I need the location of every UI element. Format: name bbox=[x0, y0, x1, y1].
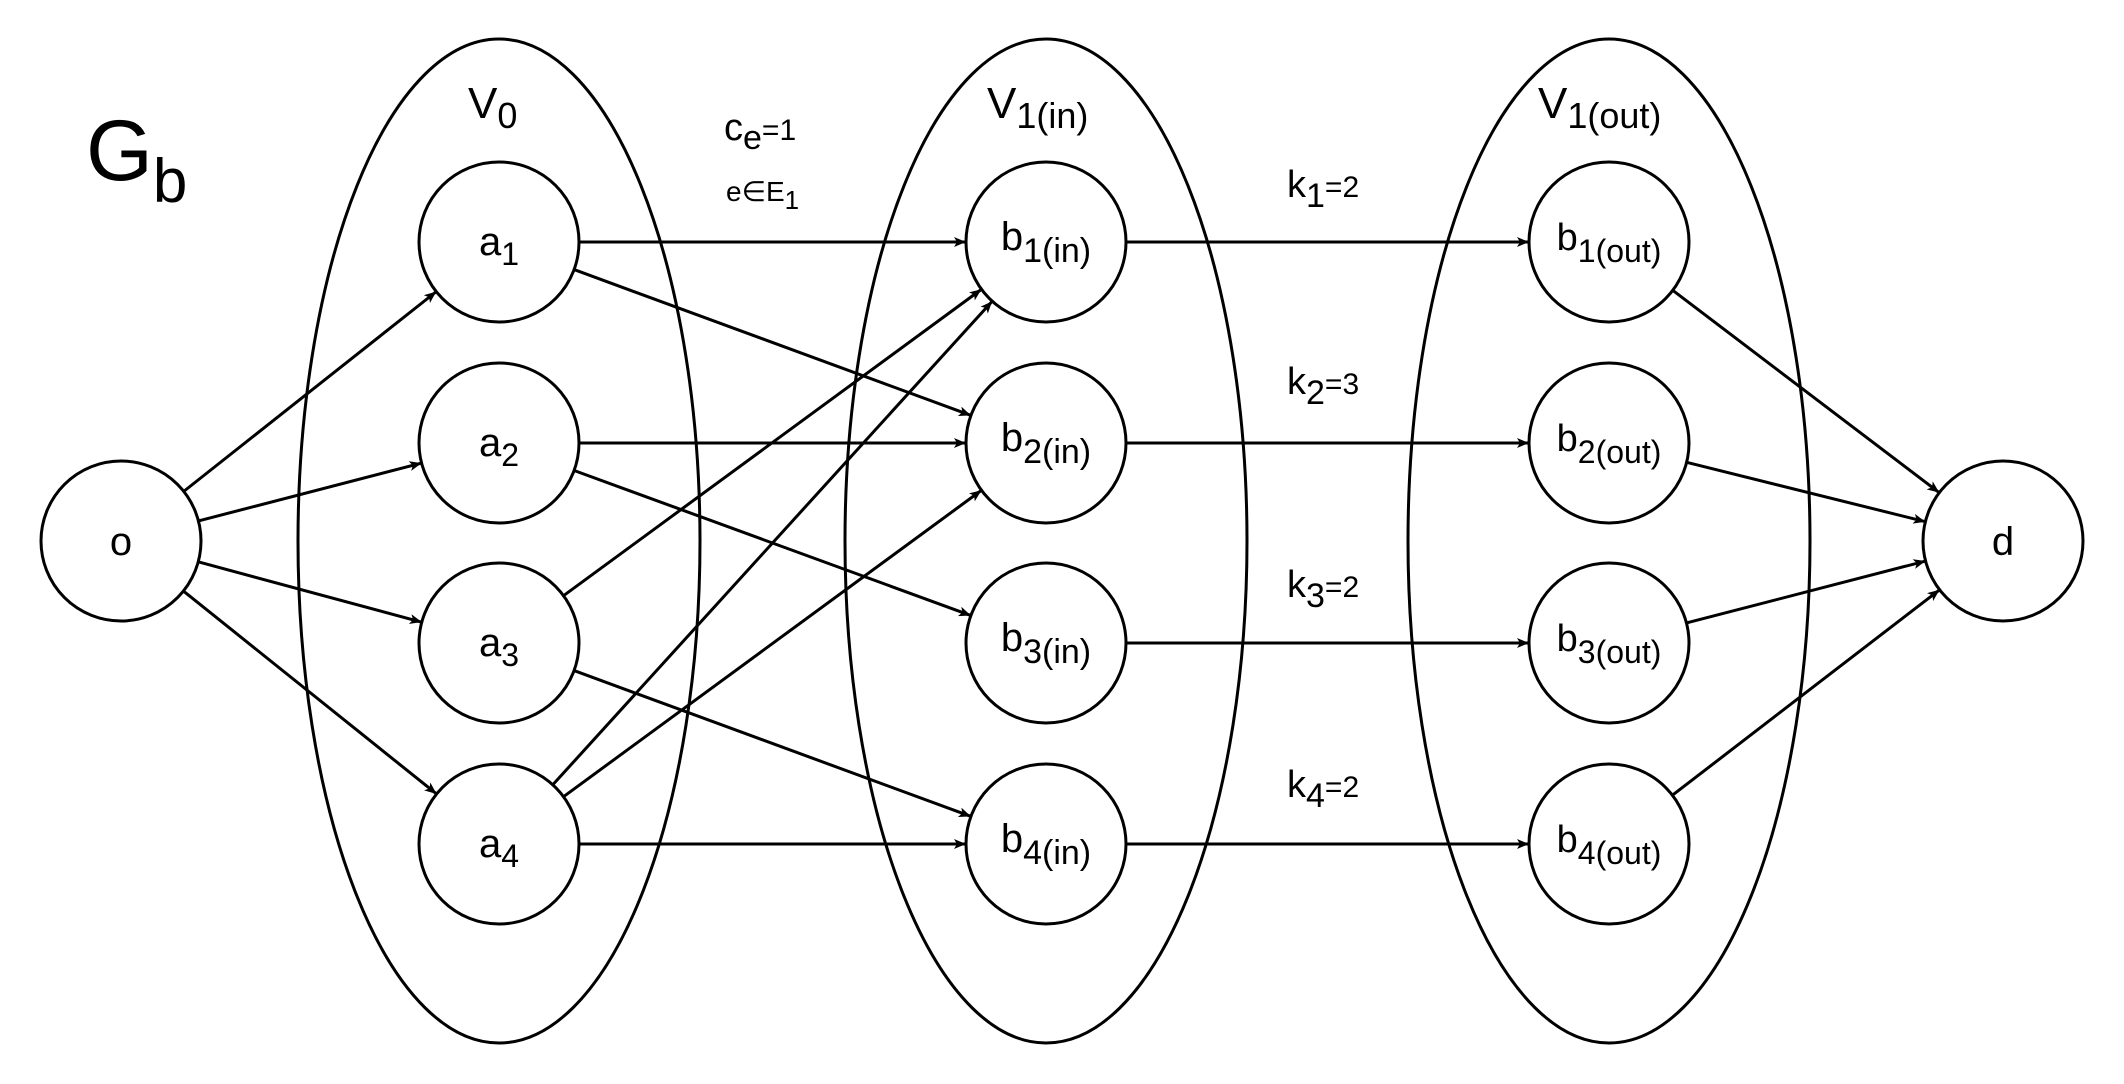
node-b4-in: b4(in) bbox=[964, 762, 1128, 926]
edge-label-k4: k4=2 bbox=[1287, 764, 1359, 815]
group-v1-in-ellipse bbox=[843, 37, 1249, 1045]
edge-a3-to-b1-in bbox=[562, 288, 982, 597]
svg-text:a3: a3 bbox=[479, 621, 519, 673]
svg-text:b3(out): b3(out) bbox=[1557, 618, 1662, 670]
svg-text:b2(out): b2(out) bbox=[1557, 418, 1662, 470]
node-b2-in: b2(in) bbox=[964, 361, 1128, 525]
svg-text:b2(in): b2(in) bbox=[1001, 416, 1091, 471]
node-d: d bbox=[1921, 459, 2085, 623]
node-o: o bbox=[39, 459, 203, 623]
node-b4-out: b4(out) bbox=[1527, 762, 1691, 926]
node-a4: a4 bbox=[417, 762, 581, 926]
edge-b1-out-to-d bbox=[1671, 289, 1940, 494]
svg-text:a4: a4 bbox=[479, 822, 519, 874]
edge-label-capacity: ce=1 bbox=[724, 107, 796, 157]
edge-label-k2: k2=3 bbox=[1287, 361, 1359, 412]
edge-a1-to-b2-in bbox=[573, 268, 971, 417]
svg-text:b3(in): b3(in) bbox=[1001, 616, 1091, 671]
edge-label-edge-set: e∈E1 bbox=[726, 176, 799, 215]
node-b3-in: b3(in) bbox=[964, 561, 1128, 725]
edge-a3-to-b4-in bbox=[573, 669, 971, 818]
node-b1-in: b1(in) bbox=[964, 160, 1128, 324]
edge-o-to-a1 bbox=[182, 291, 437, 493]
svg-text:d: d bbox=[1992, 520, 2014, 564]
edge-b4-out-to-d bbox=[1671, 589, 1940, 797]
edge-b2-out-to-d bbox=[1686, 460, 1926, 524]
node-a1: a1 bbox=[417, 160, 581, 324]
edge-a4-to-b2-in bbox=[562, 489, 982, 798]
group-v0-ellipse bbox=[296, 37, 702, 1045]
svg-text:a1: a1 bbox=[479, 220, 519, 272]
group-label-v1-in: V1(in) bbox=[987, 79, 1088, 136]
svg-text:a2: a2 bbox=[479, 421, 519, 473]
svg-text:b4(in): b4(in) bbox=[1001, 817, 1091, 872]
edge-o-to-a2 bbox=[198, 461, 422, 523]
node-b1-out: b1(out) bbox=[1527, 160, 1691, 324]
group-label-v1-out: V1(out) bbox=[1538, 79, 1661, 136]
edges-layer bbox=[182, 237, 1940, 849]
group-label-v0: V0 bbox=[468, 79, 517, 136]
node-a2: a2 bbox=[417, 361, 581, 525]
edge-label-k3: k3=2 bbox=[1287, 564, 1359, 615]
svg-text:o: o bbox=[110, 520, 132, 564]
edge-o-to-a3 bbox=[197, 560, 422, 624]
svg-text:b1(out): b1(out) bbox=[1557, 217, 1662, 269]
svg-text:b1(in): b1(in) bbox=[1001, 215, 1091, 270]
group-v1-out-ellipse bbox=[1406, 37, 1812, 1045]
edge-o-to-a4 bbox=[182, 589, 437, 795]
edge-label-k1: k1=2 bbox=[1287, 164, 1359, 215]
svg-text:b4(out): b4(out) bbox=[1557, 819, 1662, 871]
node-b3-out: b3(out) bbox=[1527, 561, 1691, 725]
node-a3: a3 bbox=[417, 561, 581, 725]
graph-title: Gb bbox=[86, 103, 187, 216]
edge-b3-out-to-d bbox=[1686, 559, 1926, 625]
edge-a4-to-b1-in bbox=[551, 300, 993, 786]
node-b2-out: b2(out) bbox=[1527, 361, 1691, 525]
